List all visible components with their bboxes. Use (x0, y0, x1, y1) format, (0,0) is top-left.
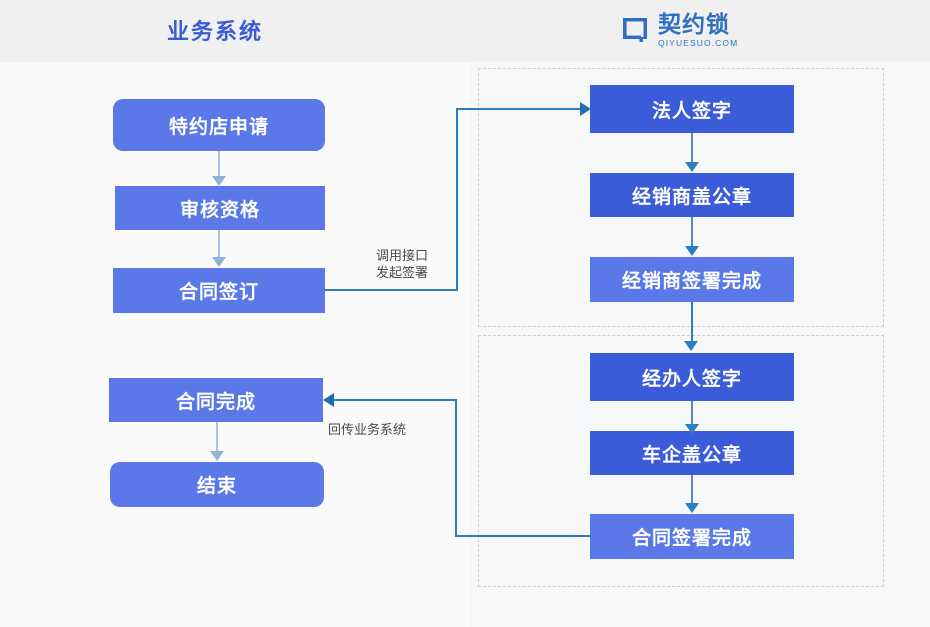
oem-signing-group (478, 335, 884, 587)
node-label: 结束 (196, 476, 237, 497)
logo-name-en: QIYUESUO.COM (658, 38, 739, 48)
node-agent-sign[interactable]: 经办人签字 (590, 353, 794, 401)
arrowhead-agentsign-oemseal (685, 424, 699, 434)
arrowhead-oemseal-contractdone (685, 503, 699, 513)
arrowhead-dealerseal-dealerdone (685, 246, 699, 256)
node-label: 合同完成 (175, 391, 256, 413)
connector-dealerdone-agentsign (691, 302, 693, 342)
connector-review-sign (218, 230, 220, 258)
arrowhead-dealerdone-agentsign (684, 341, 698, 351)
left-panel-title: 业务系统 (166, 19, 263, 44)
node-apply[interactable]: 特约店申请 (113, 99, 325, 151)
arrowhead-callapi (580, 102, 591, 116)
node-dealer-seal[interactable]: 经销商盖公章 (590, 173, 794, 217)
node-contract-complete[interactable]: 合同完成 (109, 378, 323, 422)
header-band (0, 0, 930, 62)
node-end[interactable]: 结束 (110, 462, 324, 507)
edge-label-callback: 回传业务系统 (328, 422, 407, 437)
connector-legal-dealerseal (691, 133, 693, 163)
node-label: 经销商签署完成 (621, 271, 762, 292)
node-contract-signing-done[interactable]: 合同签署完成 (590, 514, 794, 559)
arrowhead-review-sign (212, 257, 226, 267)
node-label: 特约店申请 (168, 116, 269, 138)
node-dealer-signing-done[interactable]: 经销商签署完成 (590, 257, 794, 302)
node-review[interactable]: 审核资格 (115, 186, 325, 230)
node-label: 合同签署完成 (631, 528, 752, 549)
node-legal-sign[interactable]: 法人签字 (590, 85, 794, 133)
node-label: 经销商盖公章 (631, 186, 752, 208)
connector-callapi-segment-v (456, 108, 458, 291)
connector-callback-segment-h1 (455, 535, 592, 537)
left-panel-background (0, 62, 470, 627)
dealer-signing-group (478, 68, 884, 327)
qiyuesuo-q-mark-icon (620, 15, 650, 45)
connector-callapi-segment-h1 (325, 289, 458, 291)
node-label: 车企盖公章 (641, 444, 742, 466)
arrowhead-legal-dealerseal (685, 162, 699, 172)
qiyuesuo-logo: 契约锁 QIYUESUO.COM (620, 13, 738, 48)
arrowhead-apply-review (212, 176, 226, 186)
logo-wordmark: 契约锁 QIYUESUO.COM (658, 13, 738, 48)
node-label: 经办人签字 (641, 368, 742, 390)
logo-name-cn: 契约锁 (658, 11, 730, 37)
connector-callapi-segment-h2 (456, 108, 584, 110)
connector-callback-segment-h2 (334, 399, 457, 401)
node-label: 审核资格 (179, 199, 260, 221)
node-contract-sign[interactable]: 合同签订 (113, 268, 325, 313)
connector-callback-segment-v (455, 399, 457, 537)
connector-apply-review (218, 151, 220, 177)
arrowhead-callback (323, 393, 334, 407)
node-oem-seal[interactable]: 车企盖公章 (590, 431, 794, 475)
connector-oemseal-contractdone (691, 475, 693, 504)
node-label: 法人签字 (651, 100, 732, 122)
arrowhead-complete-end (210, 451, 224, 461)
node-label: 合同签订 (178, 282, 259, 303)
connector-complete-end (216, 422, 218, 452)
edge-label-call-api: 调用接口 发起签署 (375, 248, 428, 280)
connector-agentsign-oemseal (691, 401, 693, 429)
connector-dealerseal-dealerdone (691, 217, 693, 247)
